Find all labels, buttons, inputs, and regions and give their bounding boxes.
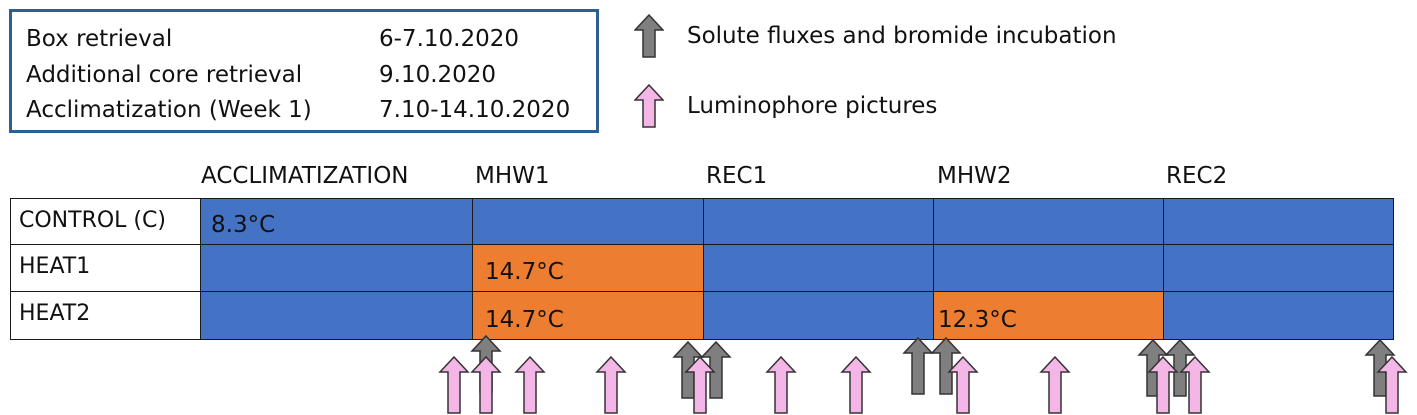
- legend-label: Luminophore pictures: [687, 93, 938, 119]
- cell-heat1-rec2: [1163, 244, 1394, 292]
- phase-label-rec1: REC1: [706, 163, 768, 189]
- pink-arrow-icon: [948, 356, 978, 414]
- cell-control-rec2: [1163, 198, 1394, 245]
- temperature-label: 14.7°C: [485, 307, 564, 333]
- pink-arrow-icon: [515, 356, 545, 414]
- info-label: Additional core retrieval: [26, 62, 303, 88]
- cell-control-mhw1: [472, 198, 704, 245]
- info-label: Acclimatization (Week 1): [26, 97, 312, 123]
- cell-control-rec1: [703, 198, 934, 245]
- phase-label-mhw1: MHW1: [475, 163, 550, 189]
- info-value: 6-7.10.2020: [379, 26, 519, 52]
- cell-heat2-rec2: [1163, 291, 1394, 340]
- sampling-dates-box: Box retrieval 6-7.10.2020 Additional cor…: [9, 9, 599, 133]
- phase-label-acclimatization: ACCLIMATIZATION: [201, 163, 409, 189]
- cell-control-acclimatization: [200, 198, 473, 245]
- cell-heat2-acclimatization: [200, 291, 473, 340]
- phase-label-mhw2: MHW2: [937, 163, 1012, 189]
- legend-item-luminophore: Luminophore pictures: [634, 84, 1034, 128]
- pink-arrow-icon: [596, 356, 626, 414]
- cell-control-mhw2: [933, 198, 1164, 245]
- legend-label: Solute fluxes and bromide incubation: [687, 23, 1117, 49]
- row-label-heat2: HEAT2: [10, 291, 201, 340]
- gray-arrow-icon: [903, 337, 933, 395]
- cell-heat2-rec1: [703, 291, 934, 340]
- phase-label-rec2: REC2: [1166, 163, 1228, 189]
- info-value: 9.10.2020: [379, 62, 497, 88]
- info-value: 7.10-14.10.2020: [379, 97, 571, 123]
- cell-heat2-mhw1: [472, 291, 704, 340]
- pink-arrow-icon: [471, 356, 501, 414]
- pink-arrow-icon: [634, 84, 664, 128]
- row-label-heat1: HEAT1: [10, 244, 201, 292]
- pink-arrow-icon: [439, 356, 469, 414]
- legend-item-solute-fluxes: Solute fluxes and bromide incubation: [634, 14, 1154, 58]
- temperature-label: 8.3°C: [211, 212, 276, 238]
- gray-arrow-icon: [634, 14, 664, 58]
- pink-arrow-icon: [841, 356, 871, 414]
- row-label-control: CONTROL (C): [10, 198, 201, 245]
- info-label: Box retrieval: [26, 26, 173, 52]
- temperature-label: 12.3°C: [938, 307, 1017, 333]
- temperature-label: 14.7°C: [485, 259, 564, 285]
- pink-arrow-icon: [766, 356, 796, 414]
- pink-arrow-icon: [1040, 356, 1070, 414]
